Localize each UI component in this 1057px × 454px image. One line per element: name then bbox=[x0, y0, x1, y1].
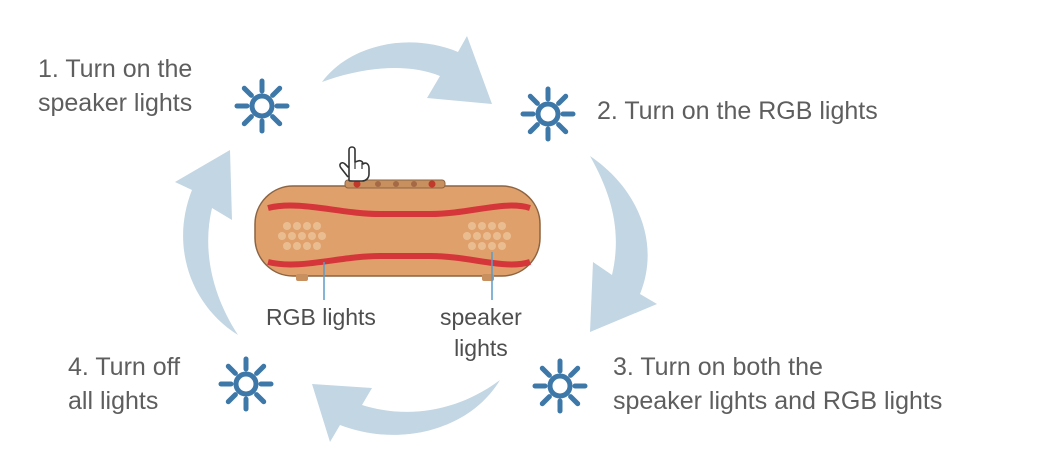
speaker-lights-label: speaker lights bbox=[440, 302, 522, 364]
rgb-band-top bbox=[267, 202, 531, 217]
sun-light-icon bbox=[234, 78, 290, 134]
button-2 bbox=[375, 181, 381, 187]
button-1 bbox=[353, 180, 361, 188]
arrow-top bbox=[322, 36, 492, 104]
button-4 bbox=[411, 181, 417, 187]
step-1-text: 1. Turn on the speaker lights bbox=[38, 52, 192, 120]
rgb-band-bottom bbox=[267, 253, 531, 268]
step-2-text: 2. Turn on the RGB lights bbox=[597, 94, 878, 128]
sun-light-icon bbox=[520, 86, 576, 142]
speaker-grille-left bbox=[278, 222, 326, 250]
arrow-right bbox=[590, 156, 657, 332]
speaker-foot-left bbox=[296, 274, 308, 281]
hand-pointer-icon bbox=[339, 146, 370, 182]
button-5 bbox=[428, 180, 436, 188]
step-2-line-1: 2. Turn on the RGB lights bbox=[597, 97, 878, 125]
speaker-lights-label-line-2: lights bbox=[454, 335, 508, 361]
step-3-line-1: 3. Turn on both the bbox=[613, 353, 823, 381]
speaker-lights-label-line-1: speaker bbox=[440, 304, 522, 330]
sun-light-icon bbox=[218, 356, 274, 412]
step-4-text: 4. Turn off all lights bbox=[68, 350, 180, 418]
step-4-line-1: 4. Turn off bbox=[68, 353, 181, 381]
rgb-lights-label: RGB lights bbox=[266, 304, 376, 330]
step-1-line-2: speaker lights bbox=[38, 89, 193, 117]
speaker-grille-right bbox=[463, 222, 511, 250]
arrow-bottom bbox=[312, 380, 500, 442]
step-1-line-1: 1. Turn on the bbox=[38, 55, 193, 83]
arrow-left bbox=[175, 150, 238, 335]
speaker-foot-right bbox=[482, 274, 494, 281]
step-3-text: 3. Turn on both the speaker lights and R… bbox=[613, 350, 942, 418]
step-4-line-2: all lights bbox=[68, 387, 159, 415]
button-3 bbox=[393, 181, 399, 187]
sun-light-icon bbox=[532, 358, 588, 414]
step-3-line-2: speaker lights and RGB lights bbox=[613, 387, 943, 415]
